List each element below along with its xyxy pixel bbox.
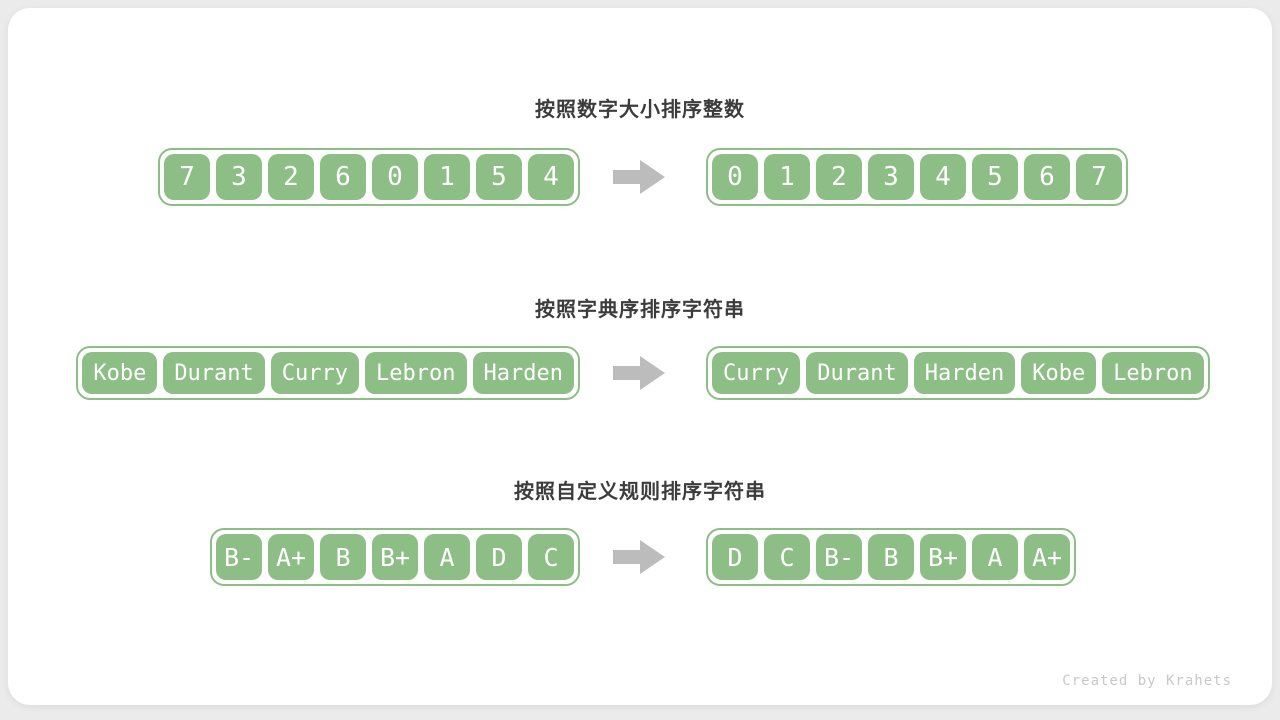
array-cell: 0 xyxy=(372,154,418,200)
array-cell: B xyxy=(868,534,914,580)
array-cell: 6 xyxy=(1024,154,1070,200)
array-cell: 1 xyxy=(764,154,810,200)
array-cell: Durant xyxy=(163,352,265,394)
array-cell: Curry xyxy=(712,352,801,394)
array-cell: 5 xyxy=(476,154,522,200)
array-cell: B+ xyxy=(920,534,966,580)
array-cell: C xyxy=(764,534,810,580)
arrow-right-icon xyxy=(580,353,698,393)
array-cell: Durant xyxy=(806,352,908,394)
array-cell: 5 xyxy=(972,154,1018,200)
array-cell: 7 xyxy=(1076,154,1122,200)
array-cell: A+ xyxy=(1024,534,1070,580)
array-cell: Curry xyxy=(270,352,360,394)
array-cell: Kobe xyxy=(82,352,158,394)
array-cell: 1 xyxy=(424,154,470,200)
array-cell: Lebron xyxy=(1102,352,1204,394)
array-cell: Lebron xyxy=(365,352,467,394)
array-cell: B- xyxy=(816,534,862,580)
array-cell: 7 xyxy=(164,154,210,200)
array-cell: 2 xyxy=(816,154,862,200)
array-cell: A+ xyxy=(268,534,314,580)
array-cell: D xyxy=(712,534,758,580)
array-cell: 3 xyxy=(216,154,262,200)
array-cell: Harden xyxy=(472,352,574,394)
arrow-right-icon xyxy=(580,537,698,577)
array-cell: A xyxy=(424,534,470,580)
section-title: 按照数字大小排序整数 xyxy=(535,99,745,121)
section-title: 按照字典序排序字符串 xyxy=(535,299,745,321)
array-cell: A xyxy=(972,534,1018,580)
array-cell: 4 xyxy=(920,154,966,200)
watermark: Created by Krahets xyxy=(1062,673,1232,689)
array-cell: B- xyxy=(216,534,262,580)
section-title: 按照自定义规则排序字符串 xyxy=(514,481,766,503)
array-cell: 3 xyxy=(868,154,914,200)
array-cell: 4 xyxy=(528,154,574,200)
arrow-right-icon xyxy=(580,157,698,197)
array-cell: Harden xyxy=(913,352,1016,394)
array-cell: D xyxy=(476,534,522,580)
array-cell: Kobe xyxy=(1021,352,1097,394)
array-cell: B+ xyxy=(372,534,418,580)
array-cell: 0 xyxy=(712,154,758,200)
array-cell: C xyxy=(528,534,574,580)
array-cell: B xyxy=(320,534,366,580)
array-cell: 6 xyxy=(320,154,366,200)
array-cell: 2 xyxy=(268,154,314,200)
